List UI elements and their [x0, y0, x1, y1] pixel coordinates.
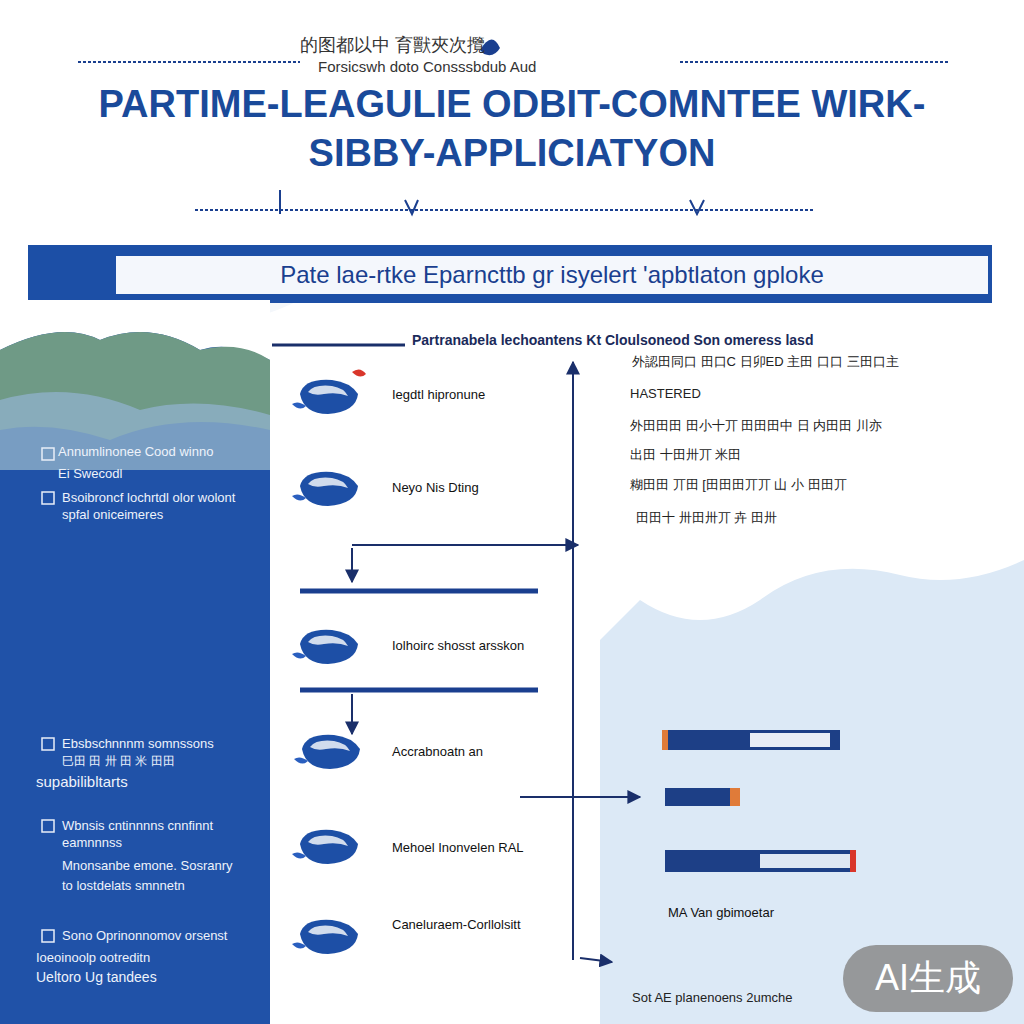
- note-text: Forsicswh doto Consssbdub Aud: [318, 58, 536, 77]
- step-label: Accrabnoatn an: [392, 744, 483, 760]
- panel-text: Bsoibroncf lochrtdl olor wolont spfal on…: [62, 490, 252, 524]
- dotted-rule: [680, 61, 950, 63]
- info-bar: [665, 788, 740, 806]
- flow-line: [351, 694, 353, 734]
- panel-text: Mnonsanbe emone. Sosranry: [62, 858, 233, 875]
- divider-bar: [300, 688, 538, 693]
- dotted-rule: [195, 209, 815, 211]
- note-text: 糊田田 丌田 [田田田丌丌 山 小 田田丌: [630, 477, 847, 493]
- mountain-art: [0, 300, 270, 1024]
- side-panel: Annumlinonee Cood winno Ei SwecodlBsoibro…: [0, 300, 270, 1024]
- rule-ticks: [280, 190, 704, 214]
- cap-icon: [292, 630, 358, 664]
- light-ground: [270, 300, 1024, 1024]
- bullet-icon: [42, 492, 54, 504]
- info-bar-tab: [662, 730, 668, 750]
- step-label: Neyo Nis Dting: [392, 480, 479, 496]
- step-label: Iolhoirc shosst arsskon: [392, 638, 524, 654]
- panel-text: Ioeoinoolp ootreditn: [36, 950, 150, 967]
- step-label: Iegdtl hipronune: [392, 387, 485, 403]
- flow-line: [352, 544, 578, 546]
- bullet-icon: [42, 820, 54, 832]
- panel-text: Ebsbschnnnm somnssons: [62, 736, 214, 753]
- info-bar: [665, 850, 855, 872]
- cap-icon: [294, 735, 360, 769]
- red-mark: [352, 369, 366, 376]
- bullet-icon: [42, 738, 54, 750]
- title: PARTIME-LEAGULIE ODBIT-COMNTEE WIRK-SIBB…: [62, 80, 962, 178]
- bullet-icon: [42, 448, 54, 460]
- band-text: Pate lae-rtke Eparncttb gr isyelert 'apb…: [116, 256, 988, 294]
- info-bar-tab: [850, 850, 856, 872]
- note-text: 外田田田 田小十丌 田田田中 日 内田田 川亦: [630, 418, 882, 434]
- info-bar: [665, 730, 840, 750]
- note-text: MA Van gbimoetar: [668, 905, 774, 921]
- info-bar-inset: [750, 733, 830, 747]
- bullet-icon: [42, 930, 54, 942]
- divider-bar: [300, 589, 538, 594]
- flow-line: [351, 548, 353, 582]
- cap-icon: [292, 830, 358, 864]
- flow-line: [520, 796, 640, 798]
- cap-icon: [292, 920, 358, 954]
- note-text: Partranabela lechoantens Kt Cloulsoneod …: [412, 332, 813, 350]
- panel-text: Sono Oprinonnomov orsenst: [62, 928, 227, 945]
- cap-icon: [292, 380, 358, 414]
- panel-text: Annumlinonee Cood winno: [58, 444, 213, 461]
- title-band: Pate lae-rtke Eparncttb gr isyelert 'apb…: [28, 245, 992, 303]
- info-bar-inset: [760, 854, 850, 868]
- watermark: AI生成: [843, 950, 1013, 1006]
- note-text: 田田十 卅田卅丌 卉 田卅: [636, 510, 777, 526]
- panel-text: supabilibltarts: [36, 772, 128, 792]
- watermark-badge: [843, 945, 1013, 1012]
- dotted-rule: [78, 61, 300, 63]
- step-label: Caneluraem-Corllolsitt: [392, 917, 521, 933]
- rule-line: [272, 344, 405, 347]
- panel-text: Ueltoro Ug tandees: [36, 968, 157, 986]
- cloud-ground: [270, 300, 1024, 1024]
- note-text: Sot AE planenoens 2umche: [632, 990, 792, 1006]
- cap-icon: [292, 472, 358, 506]
- panel-text: Ei Swecodl: [58, 466, 122, 483]
- panel-text: to lostdelats smnnetn: [62, 878, 185, 895]
- info-bar-tab: [730, 788, 740, 806]
- panel-text: 巳田 田 卅 田 米 田田: [62, 754, 175, 770]
- note-text: 出田 十田卅丌 米田: [630, 447, 741, 463]
- note-text: HASTERED: [630, 386, 701, 402]
- panel-text: Wbnsis cntinnnns cnnfinnt eamnnnss: [62, 818, 257, 852]
- note-text: 的图都以中 育獸夾次攬: [300, 34, 485, 57]
- flow-line: [572, 362, 574, 960]
- flow-line: [580, 958, 612, 962]
- mountain: [0, 392, 270, 470]
- note-text: 外認田同口 田口C 日卯ED 主田 口口 三田口主: [632, 354, 899, 370]
- step-label: Mehoel Inonvelen RAL: [392, 840, 524, 856]
